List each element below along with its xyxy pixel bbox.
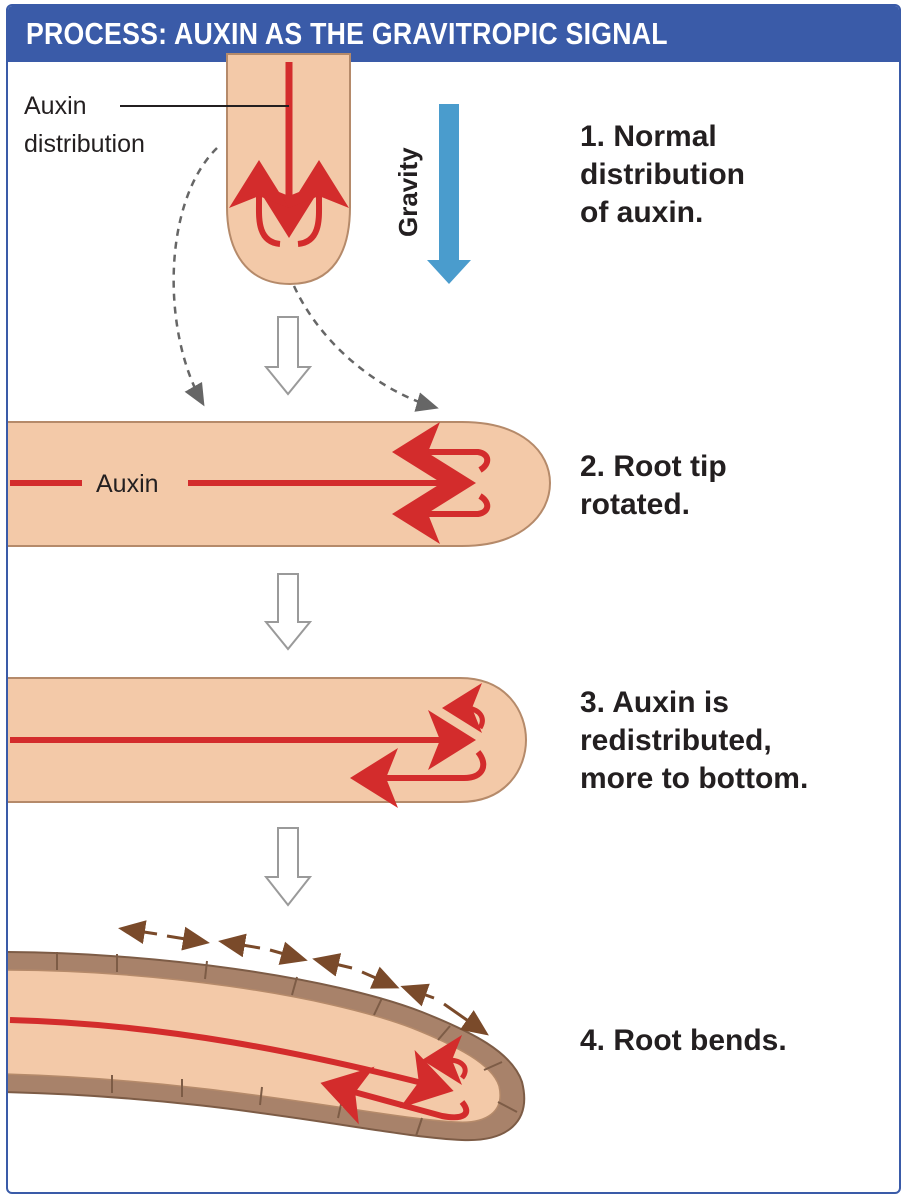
auxin-distribution-label-1: Auxin [24, 92, 87, 120]
step-arrow-2 [263, 573, 313, 651]
step-4-caption: 4. Root bends. [580, 1022, 787, 1060]
step-3-line-1: 3. Auxin is [580, 686, 729, 719]
root-3-horizontal [8, 677, 528, 808]
auxin-arrow-back-top-3 [442, 683, 485, 733]
auxin-arrow-back-bottom-3 [350, 748, 487, 808]
step-1-caption: 1. Normal distribution of auxin. [580, 118, 745, 232]
auxin-distribution-label-2: distribution [24, 130, 145, 158]
step-1-line-2: distribution [580, 158, 745, 191]
root-2-horizontal [8, 421, 552, 547]
auxin-arrow-up-right [289, 160, 349, 247]
step-2-line-2: rotated. [580, 488, 691, 521]
auxin-label: Auxin [96, 470, 159, 498]
elongation-arrows [118, 920, 489, 1036]
auxin-arrow-right-4 [9, 1017, 454, 1109]
auxin-arrow-back-top-4 [422, 1035, 468, 1085]
step-1-line-3: of auxin. [580, 196, 704, 229]
step-3-line-3: more to bottom. [580, 762, 809, 795]
step-arrow-3 [263, 827, 313, 907]
gravity-arrow [427, 104, 471, 284]
figure-title: PROCESS: AUXIN AS THE GRAVITROPIC SIGNAL [26, 16, 668, 51]
gravitropism-diagram: Auxin distribution Gravity Auxin [8, 53, 552, 1142]
step-4-line-1: 4. Root bends. [580, 1024, 787, 1057]
root-1-vertical [226, 53, 351, 286]
rotation-dashed-arrow-left [172, 147, 218, 407]
auxin-arrow-up-left [229, 160, 289, 247]
root-4-bending [8, 951, 526, 1142]
auxin-arrow-back-bottom-4 [320, 1066, 470, 1125]
title-bar: PROCESS: AUXIN AS THE GRAVITROPIC SIGNAL [8, 6, 899, 62]
step-arrow-1 [263, 316, 313, 396]
gravity-label: Gravity [393, 147, 423, 237]
step-1-line-1: 1. Normal [580, 120, 717, 153]
step-3-caption: 3. Auxin is redistributed, more to botto… [580, 684, 808, 798]
step-3-line-2: redistributed, [580, 724, 772, 757]
figure-frame: PROCESS: AUXIN AS THE GRAVITROPIC SIGNAL… [6, 4, 901, 1194]
auxin-arrow-back-bottom-2 [392, 484, 491, 544]
auxin-arrow-back-top-2 [392, 422, 491, 482]
rotation-dashed-arrow-right [292, 285, 439, 412]
step-2-line-1: 2. Root tip [580, 450, 727, 483]
step-2-caption: 2. Root tip rotated. [580, 448, 727, 524]
